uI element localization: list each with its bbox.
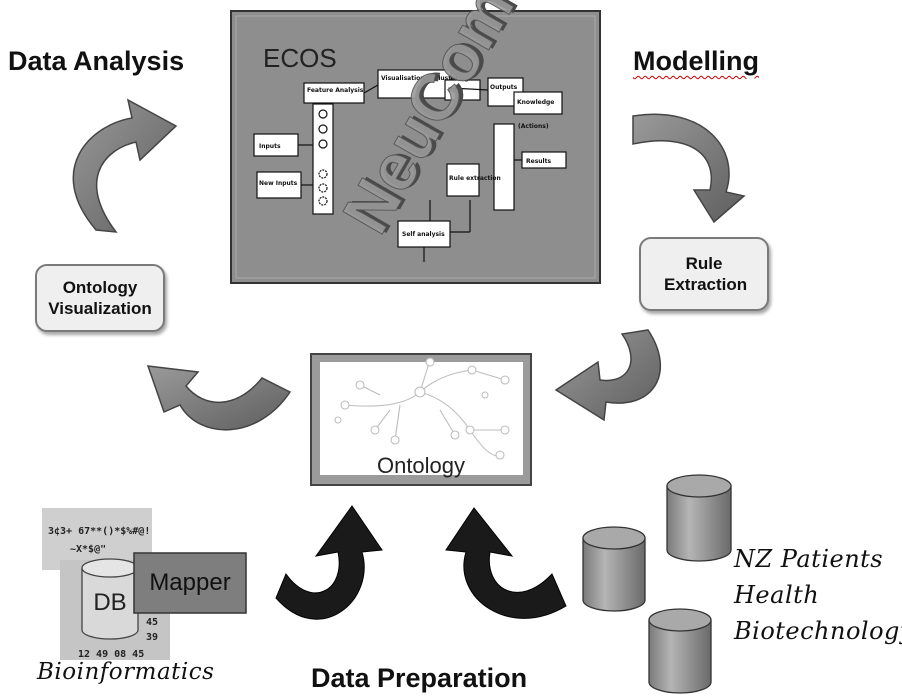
input-column-node bbox=[312, 103, 334, 215]
visualisation-node bbox=[377, 69, 452, 99]
outputs-label: Outputs bbox=[490, 84, 518, 91]
cylinder-bottom bbox=[648, 608, 712, 694]
neuron-2 bbox=[318, 124, 328, 134]
new-inputs-label: New Inputs bbox=[259, 180, 298, 187]
rule-extraction-label: Rule Extraction bbox=[664, 254, 748, 294]
knowledge-label: Knowledge bbox=[517, 99, 554, 106]
rule-extraction-box: Rule Extraction bbox=[639, 237, 769, 311]
ontology-visualization-label: Ontology Visualization bbox=[48, 278, 152, 318]
mapper-box bbox=[133, 552, 247, 614]
ecos-node-labels: Feature Analysis Visualisation & Cluster… bbox=[259, 75, 554, 238]
ecos-title: ECOS bbox=[263, 43, 337, 73]
rule-extraction-label: Rule extraction bbox=[449, 175, 501, 182]
rule-extraction-node bbox=[446, 163, 480, 197]
bioinformatics-cluster bbox=[42, 508, 247, 660]
ontology-visualization-box: Ontology Visualization bbox=[35, 264, 165, 332]
svg-text:12 49 08 45: 12 49 08 45 bbox=[78, 649, 144, 660]
output-column-node bbox=[493, 123, 515, 211]
arrow-bioinformatics-to-ontology bbox=[275, 505, 383, 620]
svg-text:3¢3+ 67**()*$%#@!: 3¢3+ 67**()*$%#@! bbox=[48, 526, 150, 537]
bioinformatics-label: Bioinformatics bbox=[37, 659, 215, 685]
arrow-to-visualization bbox=[146, 365, 292, 431]
health-label: Health bbox=[734, 581, 820, 609]
health-database-cylinders bbox=[582, 474, 732, 694]
mapper-label: Mapper bbox=[149, 569, 230, 596]
self-analysis-label: Self analysis bbox=[402, 231, 445, 238]
actions-label: (Actions) bbox=[518, 123, 549, 130]
sequence-text: 3¢3+ 67**()*$%#@! ~X*$@" 45 39 12 49 08 … bbox=[48, 526, 158, 660]
rule-label: Rule bbox=[448, 87, 463, 94]
results-label: Results bbox=[526, 158, 551, 165]
neuron-4 bbox=[318, 169, 328, 179]
self-analysis-node bbox=[397, 220, 451, 248]
knowledge-node bbox=[513, 91, 563, 115]
inputs-label: Inputs bbox=[259, 143, 281, 150]
arrow-data-analysis bbox=[72, 98, 178, 233]
svg-text:~X*$@": ~X*$@" bbox=[70, 544, 106, 555]
modelling-label: Modelling bbox=[633, 46, 759, 76]
neuron-1 bbox=[318, 109, 328, 119]
svg-text:45: 45 bbox=[146, 617, 158, 628]
arrow-modelling bbox=[632, 113, 746, 224]
cylinder-left bbox=[582, 526, 646, 612]
biotechnology-label: Biotechnology bbox=[734, 617, 902, 645]
ontology-graph bbox=[334, 357, 510, 460]
arrow-health-to-ontology bbox=[445, 507, 567, 619]
neuron-3 bbox=[318, 139, 328, 149]
svg-text:39: 39 bbox=[146, 632, 158, 643]
nz-patients-label: NZ Patients bbox=[734, 545, 884, 573]
data-preparation-label: Data Preparation bbox=[311, 663, 528, 693]
ecos-network bbox=[253, 69, 567, 262]
visualisation-label: Visualisation & Clustering bbox=[381, 75, 469, 82]
ontology-label: Ontology bbox=[377, 453, 465, 478]
arrow-to-ontology-right bbox=[554, 329, 661, 422]
new-inputs-node bbox=[256, 171, 302, 199]
neuron-6 bbox=[318, 196, 328, 206]
ontology-panel bbox=[310, 353, 532, 486]
feature-analysis-label: Feature Analysis bbox=[307, 87, 364, 94]
neuron-5 bbox=[318, 183, 328, 193]
cylinder-top bbox=[666, 474, 732, 562]
data-analysis-label: Data Analysis bbox=[8, 46, 185, 76]
db-label: DB bbox=[93, 589, 126, 616]
